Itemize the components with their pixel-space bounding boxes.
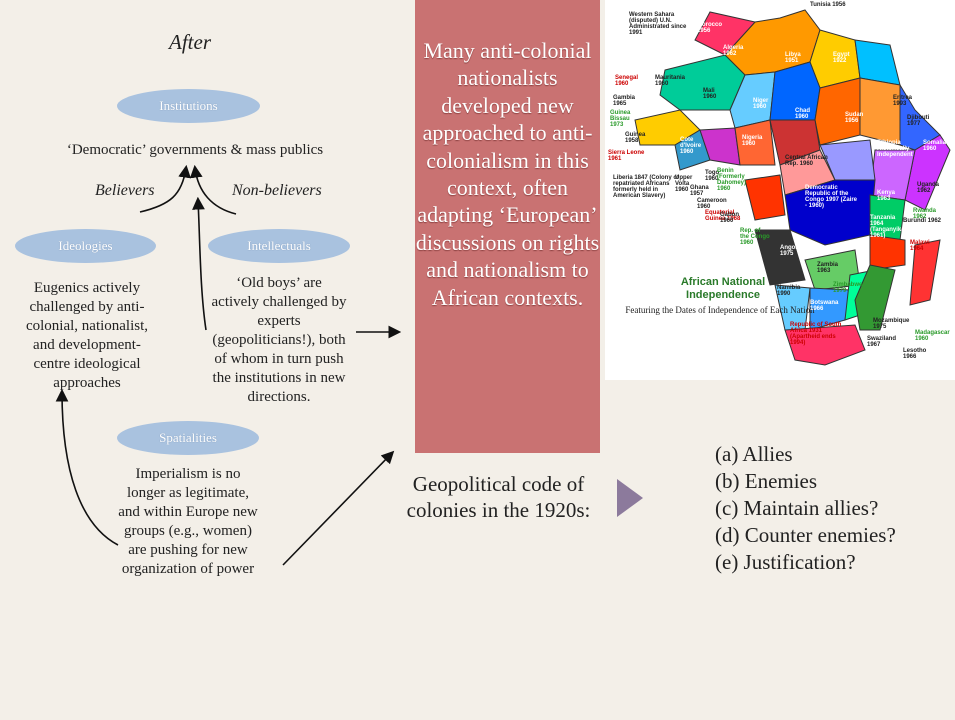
map-label: Equatorial Guinea 1968 <box>705 210 741 222</box>
map-label: Namibia 1990 <box>777 285 801 297</box>
geopolitical-text: Geopolitical code of colonies in the 192… <box>406 472 591 522</box>
red-box <box>415 0 600 453</box>
arrow-believers <box>139 164 191 213</box>
map-label: Sudan 1956 <box>845 112 864 124</box>
map-label: Guinea Bissau 1973 <box>610 110 631 128</box>
map-label: Somalia 1960 <box>923 140 947 152</box>
africa-independence-map: African National Independence Featuring … <box>605 0 955 380</box>
africa-map-image <box>634 9 951 366</box>
map-label: Malawi 1964 <box>910 240 930 252</box>
map-label: Rwanda 1962 <box>913 208 937 220</box>
node-ideologies: Ideologies <box>15 229 156 263</box>
map-label: Mali 1960 <box>703 88 717 100</box>
map-label: Mozambique 1975 <box>873 318 910 330</box>
map-label: Ethiopia Historically Independent <box>877 140 913 158</box>
map-label: Cameroon 1960 <box>697 198 727 210</box>
map-label: Mauritania 1960 <box>655 75 686 87</box>
list-item: (c) Maintain allies? <box>715 496 879 520</box>
page-title: After <box>169 30 211 54</box>
map-label: Benin (Formerly Dahomey) 1960 <box>717 168 747 192</box>
believers-label: Believers <box>95 182 155 199</box>
map-label: Swaziland 1967 <box>867 336 897 348</box>
list-item: (e) Justification? <box>715 550 856 574</box>
node-intellectuals: Intellectuals <box>208 229 350 263</box>
map-label: Djibouti 1977 <box>907 115 930 127</box>
map-subtitle: Featuring the Dates of Independence of E… <box>625 305 815 315</box>
map-label: Western Sahara (disputed) U.N. Administr… <box>629 12 687 36</box>
map-label: Republic of South Africa 1931 (Apartheid… <box>790 322 842 346</box>
map-label: Upper Volta 1960 <box>675 175 693 193</box>
map-label: Senegal 1960 <box>615 75 639 87</box>
map-title: African National Independence <box>680 276 766 301</box>
old-boys-text: ‘Old boys’ are actively challenged by ex… <box>211 275 347 405</box>
map-label: Guinea 1958 <box>625 132 646 144</box>
map-label: Gambia 1965 <box>613 95 636 107</box>
map-label: Togo 1960 <box>705 170 720 182</box>
map-label: Eritrea 1993 <box>893 95 913 107</box>
democratic-text: ‘Democratic’ governments & mass publics <box>66 142 324 158</box>
map-label: Algeria 1962 <box>723 45 744 57</box>
map-label: Burundi 1962 <box>903 218 942 224</box>
map-label: Rep. of the Congo 1960 <box>740 228 770 246</box>
map-label: Niger 1960 <box>753 98 769 110</box>
map-label: Egypt 1922 <box>833 52 850 64</box>
map-label: Liberia 1847 (Colony of repatriated Afri… <box>613 175 680 199</box>
map-label: Ghana 1957 <box>690 185 709 197</box>
imperialism-text: Imperialism is no longer as legitimate, … <box>118 466 258 577</box>
arrow-spatialities-to-ideologies <box>55 388 119 546</box>
map-label: Tunisia 1956 <box>810 2 846 8</box>
list-item: (a) Allies <box>715 442 793 466</box>
map-label: Botswana 1966 <box>810 300 839 312</box>
arrow-intellectuals <box>192 196 207 331</box>
non-believers-label: Non-believers <box>232 182 322 199</box>
map-label: Morocco 1956 <box>697 22 723 34</box>
map-label: Zimbabwe 1979 <box>833 282 863 294</box>
red-box-text: Many anti-colonial nationalists develope… <box>415 38 600 310</box>
play-triangle-icon <box>617 479 643 517</box>
map-label: Sierra Leone 1961 <box>608 150 645 162</box>
eugenics-text: Eugenics actively challenged by anti-col… <box>25 280 149 391</box>
map-label: Chad 1960 <box>795 108 810 120</box>
map-label: Libya 1951 <box>785 52 801 64</box>
arrow-to-geopolitical <box>282 450 395 566</box>
map-label: Kenya 1963 <box>877 190 896 202</box>
list-item: (d) Counter enemies? <box>715 523 896 547</box>
map-label: Lesotho 1966 <box>903 348 927 360</box>
map-label: Uganda 1962 <box>917 182 940 194</box>
map-label: Cote d'Ivoire 1960 <box>680 137 702 155</box>
map-label: Angola 1975 <box>780 245 801 257</box>
map-label: Democratic Republic of the Congo 1997 (Z… <box>805 185 858 209</box>
map-label: Zambia 1963 <box>817 262 839 274</box>
node-spatialities: Spatialities <box>117 421 259 455</box>
node-institutions: Institutions <box>117 89 260 123</box>
arrow-non-believers <box>189 164 237 215</box>
map-label: Nigeria 1960 <box>742 135 763 147</box>
map-label: Madagascar 1960 <box>915 330 950 342</box>
map-label: Central African Rep. 1960 <box>785 155 828 167</box>
map-label: Gabon 1960 <box>720 212 739 224</box>
list-item: (b) Enemies <box>715 469 818 493</box>
map-label: Tanzania 1964 (Tanganyika 1961) <box>870 215 905 239</box>
questions-list: (a) Allies (b) Enemies (c) Maintain alli… <box>715 441 896 576</box>
